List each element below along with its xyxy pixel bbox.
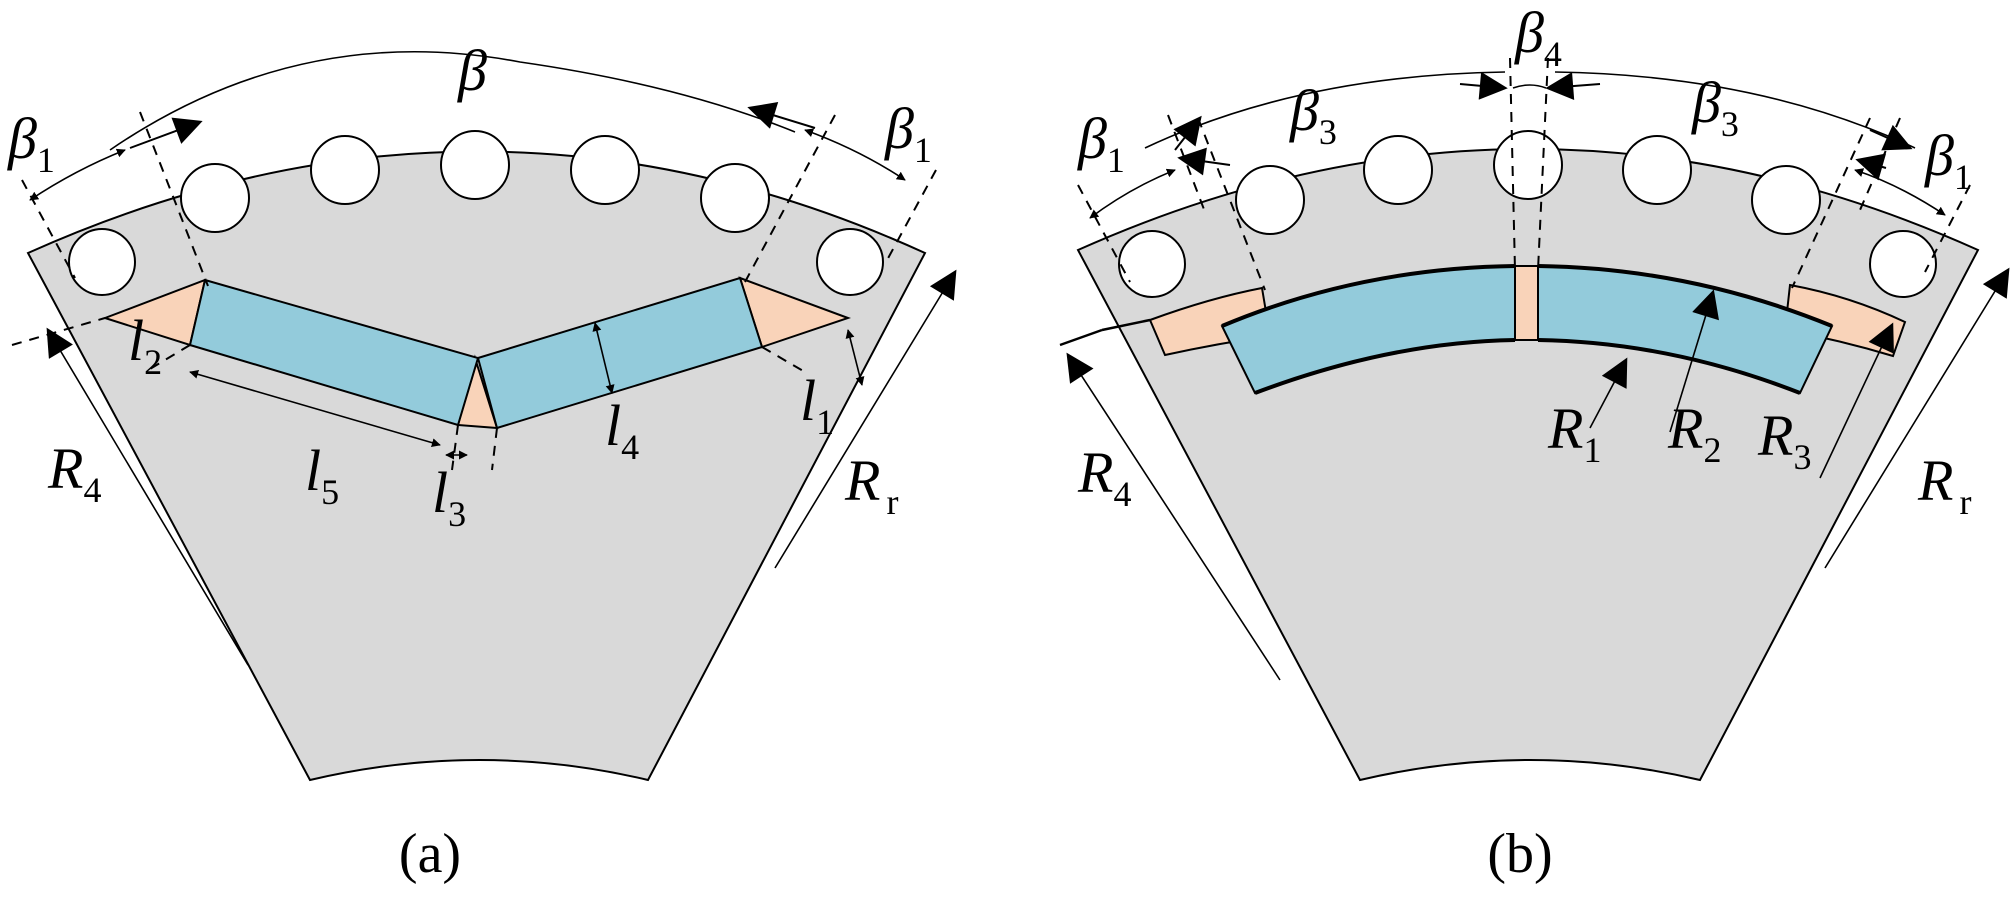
rotor-slot bbox=[1118, 230, 1186, 298]
rotor-slot bbox=[310, 135, 380, 205]
label-l2: l2 bbox=[128, 308, 162, 382]
rotor-slot bbox=[1622, 135, 1692, 205]
label-l3: l3 bbox=[432, 460, 466, 534]
label-beta3-left: β3 bbox=[1289, 78, 1337, 152]
rotor-slot bbox=[700, 163, 770, 233]
label-r1: R1 bbox=[1547, 396, 1601, 470]
rotor-slot bbox=[816, 228, 884, 296]
rotor-slot bbox=[1363, 135, 1433, 205]
label-beta3-right: β3 bbox=[1691, 70, 1739, 144]
dimension-lines-b bbox=[1059, 57, 2010, 681]
label-beta1-left-a: β1 bbox=[7, 106, 55, 180]
flux-barriers-a bbox=[101, 276, 851, 430]
label-r4-a: R4 bbox=[47, 436, 101, 510]
rotor-slot bbox=[1235, 165, 1305, 235]
rotor-slot bbox=[1493, 130, 1563, 200]
magnets-b bbox=[1220, 264, 1834, 395]
label-r3: R3 bbox=[1757, 403, 1811, 477]
flux-barrier-center bbox=[1514, 265, 1539, 341]
rotor-slot bbox=[570, 135, 640, 205]
rotor-slots-a bbox=[68, 130, 884, 296]
label-beta1-right-b: β1 bbox=[1924, 123, 1972, 197]
rotor-slot bbox=[68, 228, 136, 296]
rotor-slot bbox=[1869, 230, 1937, 298]
label-beta-a: β bbox=[457, 38, 487, 103]
label-r2: R2 bbox=[1667, 396, 1721, 470]
rotor-slot bbox=[440, 130, 510, 200]
dimension-lines-a bbox=[11, 50, 957, 666]
caption-a: (a) bbox=[399, 823, 461, 885]
label-r4-b: R4 bbox=[1077, 440, 1131, 514]
rotor-sector-a bbox=[26, 150, 927, 782]
label-l5: l5 bbox=[305, 438, 339, 512]
label-beta1-right-a: β1 bbox=[884, 96, 932, 170]
label-l1: l1 bbox=[800, 368, 834, 442]
rotor-sector-b bbox=[1076, 148, 1980, 782]
caption-b: (b) bbox=[1487, 823, 1552, 885]
label-l4: l4 bbox=[605, 393, 639, 467]
label-beta4: β4 bbox=[1514, 0, 1562, 74]
label-beta1-left-b: β1 bbox=[1077, 106, 1125, 180]
rotor-slots-b bbox=[1118, 130, 1937, 298]
rotor-slot bbox=[180, 163, 250, 233]
rotor-slot bbox=[1751, 165, 1821, 235]
